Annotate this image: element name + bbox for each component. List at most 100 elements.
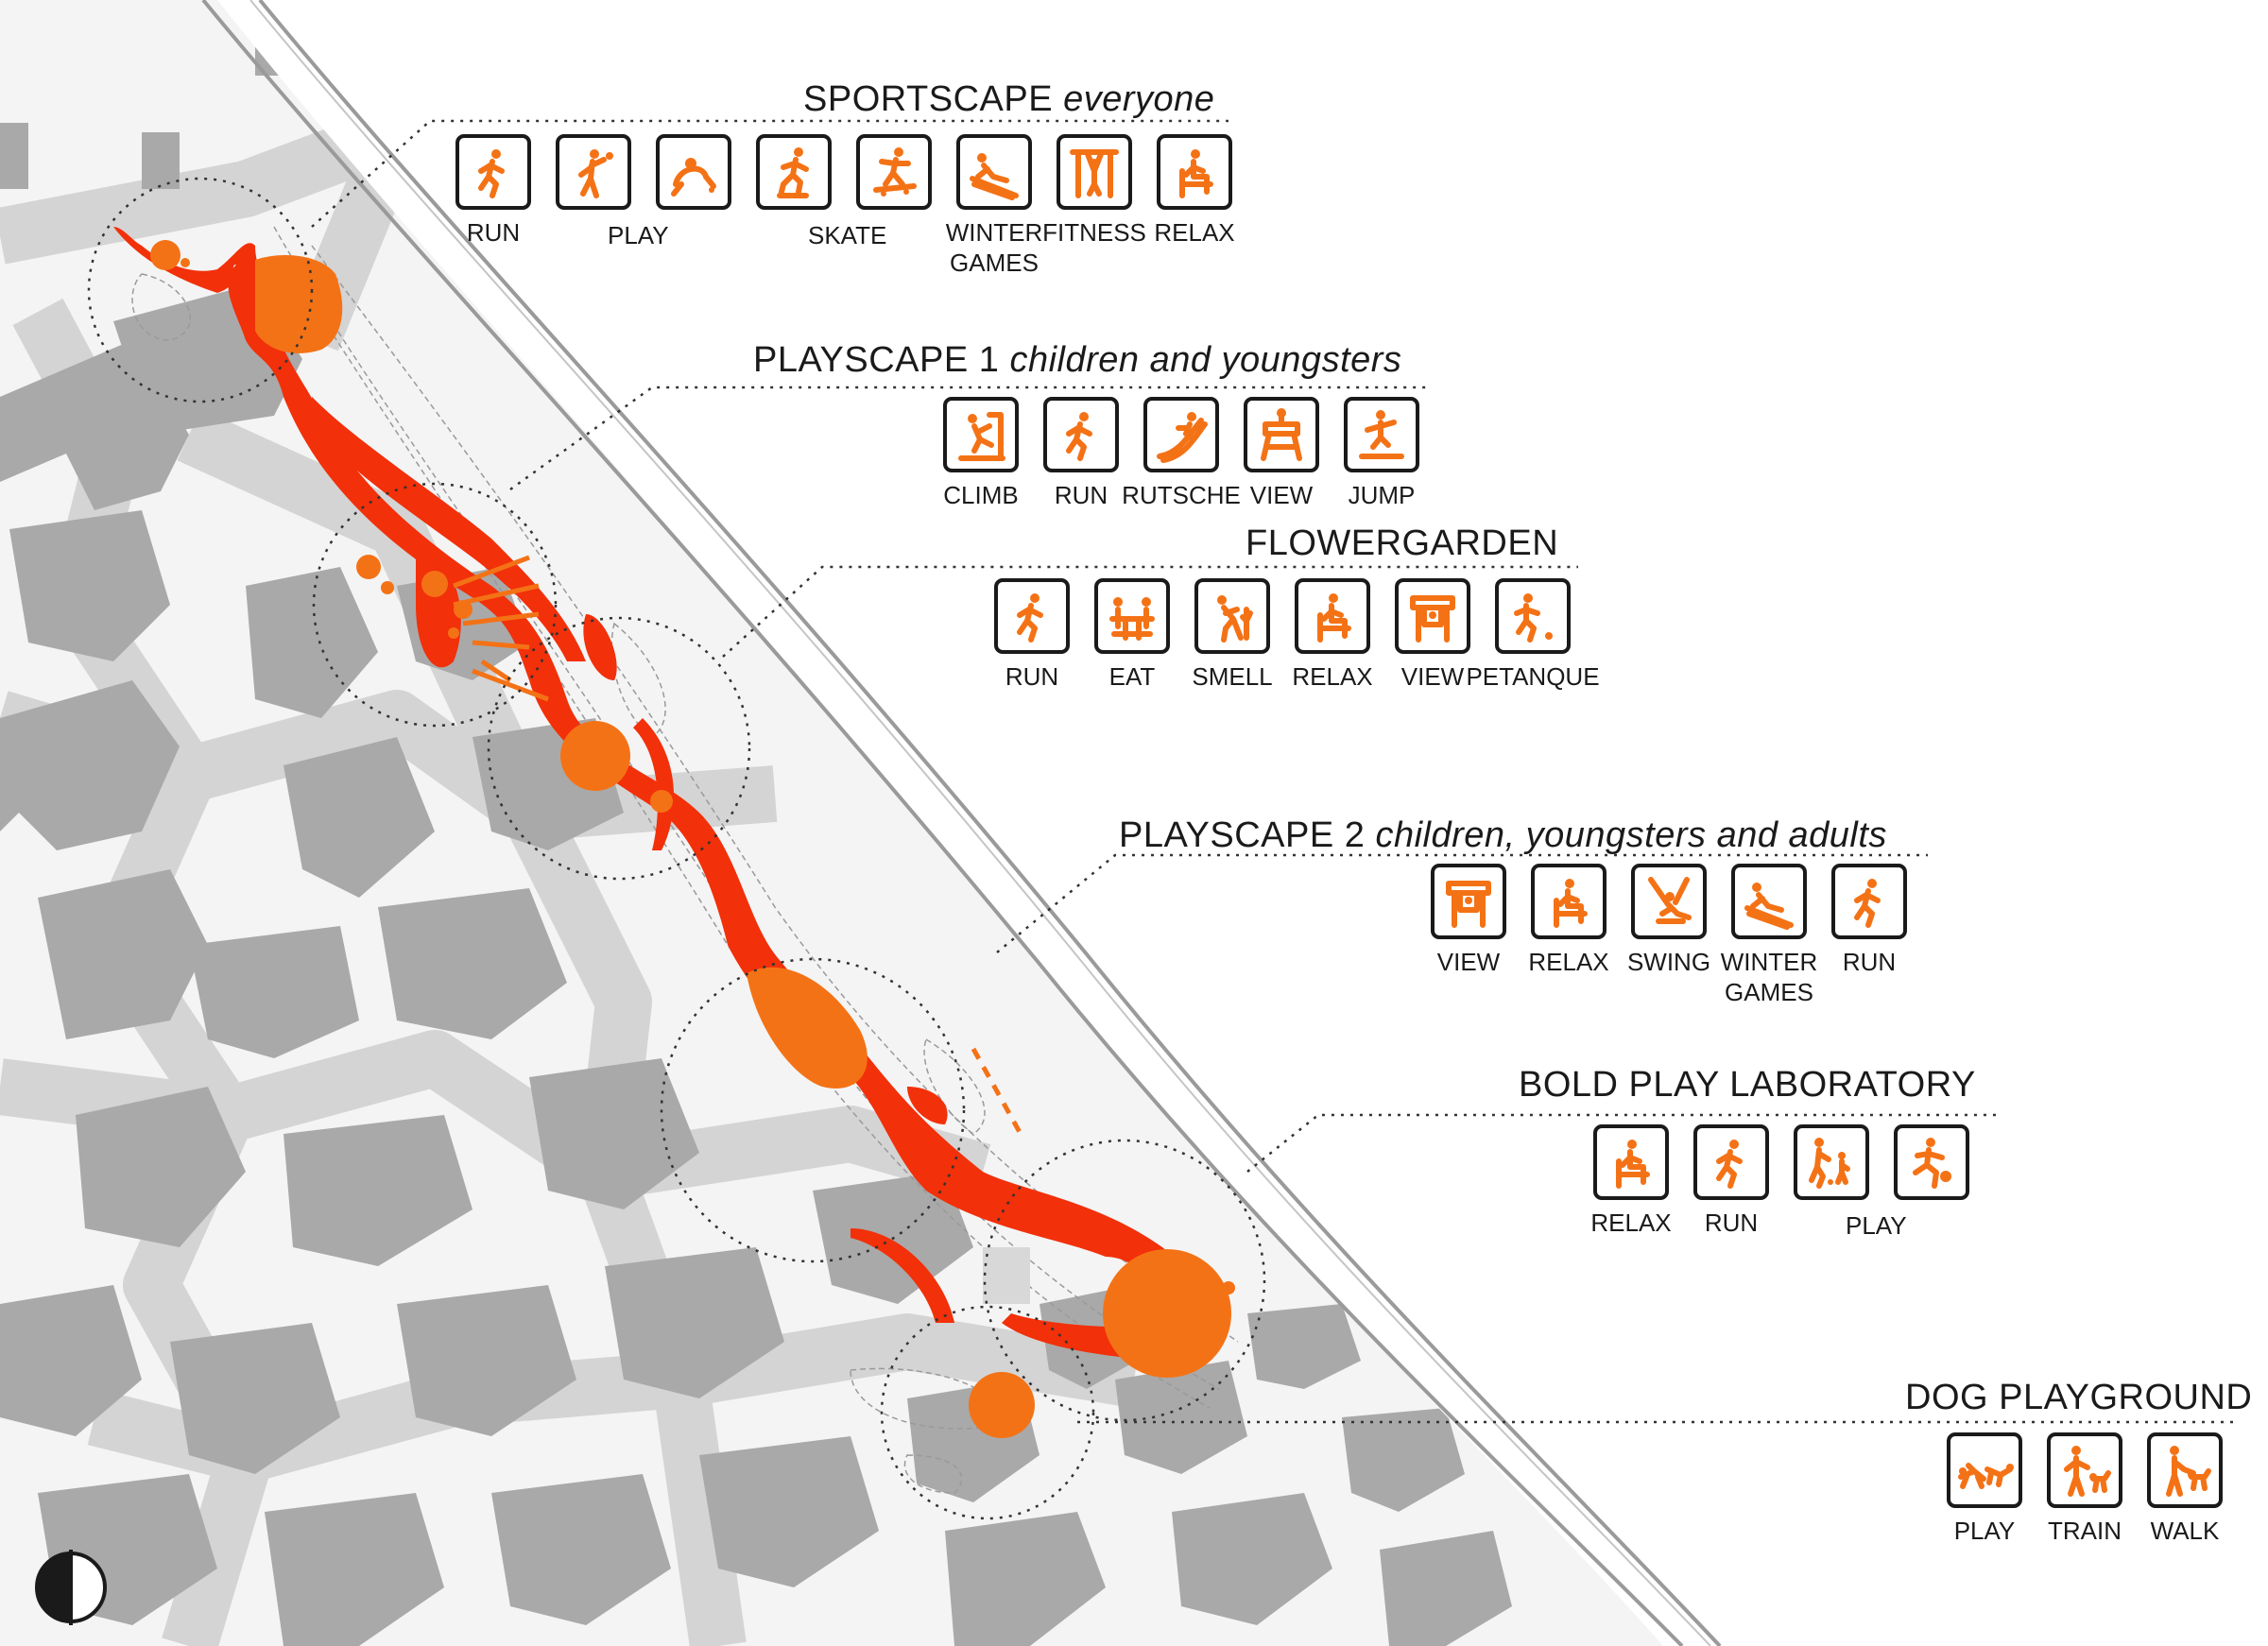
pullup-bar-icon <box>1057 134 1132 210</box>
activity-label: TRAIN <box>2048 1517 2122 1545</box>
activity-sledge: WINTER GAMES <box>946 134 1042 278</box>
activity-label: RELAX <box>1292 662 1373 691</box>
climb-icon <box>943 397 1019 472</box>
viewer-icon <box>1395 578 1470 654</box>
activity-label: WALK <box>2150 1517 2220 1545</box>
merged-activity-label: PLAY <box>608 221 669 249</box>
activity-sit-chair: RELAX <box>1527 864 1610 1007</box>
parent-child-ball-icon <box>1794 1124 1869 1200</box>
section-title: SPORTSCAPE everyone <box>803 79 1215 119</box>
north-arrow-icon <box>35 1550 107 1625</box>
dog-train-icon <box>2047 1432 2122 1508</box>
park-features <box>150 240 1235 1438</box>
activity-label: VIEW <box>1249 481 1314 509</box>
activity-run: RUN <box>1690 1124 1773 1238</box>
activity-label: SWING <box>1626 948 1711 976</box>
zone-circles <box>87 177 1266 1520</box>
activity-label: WINTER GAMES <box>945 218 1043 277</box>
activity-label: RUTSCHE <box>1122 481 1241 509</box>
activity-label: EAT <box>1108 662 1156 691</box>
activity-parent-child-ball <box>1790 1124 1873 1238</box>
section-title: PLAYSCAPE 2 children, youngsters and adu… <box>1119 815 1887 855</box>
jump-icon <box>1344 397 1419 472</box>
icon-row: PLAY TRAIN WALK <box>1943 1432 2243 1546</box>
run-icon <box>1043 397 1119 472</box>
dogs-play-icon <box>1947 1432 2022 1508</box>
activity-sit-chair: RELAX <box>1589 1124 1673 1238</box>
eat-table-icon <box>1094 578 1170 654</box>
merged-activity-label: SKATE <box>808 221 887 249</box>
activity-eat-table: EAT <box>1091 578 1174 692</box>
play-roll-icon <box>656 134 731 210</box>
section-title: PLAYSCAPE 1 children and youngsters <box>753 340 1402 380</box>
activity-label: FITNESS <box>1042 218 1146 247</box>
sledge-icon <box>956 134 1032 210</box>
activity-label: WINTER GAMES <box>1720 948 1818 1006</box>
run-icon <box>1693 1124 1769 1200</box>
sit-chair-icon <box>1531 864 1606 939</box>
activity-label: VIEW <box>1400 662 1465 691</box>
activity-run: RUN <box>1040 397 1123 510</box>
kick-ball-icon <box>1894 1124 1969 1200</box>
activity-swing: SWING <box>1627 864 1710 1007</box>
play-ball-icon <box>556 134 631 210</box>
activity-kick-ball <box>1890 1124 1973 1238</box>
sit-chair-icon <box>1295 578 1370 654</box>
dog-walk-icon <box>2147 1432 2223 1508</box>
activity-label: RELAX <box>1154 218 1235 247</box>
petanque-icon <box>1495 578 1571 654</box>
activity-label: RELAX <box>1590 1209 1672 1237</box>
section-title: FLOWERGARDEN <box>1246 523 1559 563</box>
icon-row: CLIMB RUN RUTSCHE VIEW JUMP <box>939 397 1440 510</box>
sit-chair-icon <box>1593 1124 1669 1200</box>
activity-dog-train: TRAIN <box>2043 1432 2126 1546</box>
activity-label: VIEW <box>1436 948 1501 976</box>
activity-label: RUN <box>1842 948 1897 976</box>
activity-skateboard <box>852 134 936 278</box>
smell-flower-icon <box>1194 578 1270 654</box>
sit-chair-icon <box>1157 134 1232 210</box>
activity-run: RUN <box>990 578 1074 692</box>
activity-label: RUN <box>1704 1209 1759 1237</box>
activity-inline-skate <box>752 134 835 278</box>
activity-sit-chair: RELAX <box>1153 134 1236 278</box>
activity-jump: JUMP <box>1340 397 1423 510</box>
skateboard-icon <box>856 134 932 210</box>
viewer-icon <box>1431 864 1506 939</box>
icon-row: VIEW RELAX SWING WINTER GAMES RUN <box>1427 864 1928 1007</box>
activity-play-ball <box>552 134 635 278</box>
activity-sit-chair: RELAX <box>1291 578 1374 692</box>
run-icon <box>455 134 531 210</box>
activity-label: RUN <box>1054 481 1108 509</box>
activity-label: RUN <box>466 218 521 247</box>
slide-icon <box>1143 397 1219 472</box>
merged-activity-label: PLAY <box>1846 1211 1907 1240</box>
section-title: BOLD PLAY LABORATORY <box>1519 1065 1976 1105</box>
activity-label: PLAY <box>1953 1517 2016 1545</box>
activity-viewer: VIEW <box>1391 578 1474 692</box>
activity-label: RUN <box>1005 662 1059 691</box>
activity-label: RELAX <box>1528 948 1609 976</box>
activity-label: SMELL <box>1192 662 1273 691</box>
run-icon <box>994 578 1070 654</box>
sledge-icon <box>1731 864 1807 939</box>
activity-label: CLIMB <box>943 481 1019 509</box>
buildings <box>0 19 1512 1646</box>
activity-dogs-play: PLAY <box>1943 1432 2026 1546</box>
leader-lines <box>311 119 2240 1424</box>
activity-sledge: WINTER GAMES <box>1721 864 1817 1007</box>
inline-skate-icon <box>756 134 832 210</box>
activity-dog-walk: WALK <box>2143 1432 2226 1546</box>
activity-watchtower: VIEW <box>1240 397 1323 510</box>
run-icon <box>1831 864 1907 939</box>
activity-viewer: VIEW <box>1427 864 1510 1007</box>
activity-run: RUN <box>452 134 535 278</box>
activity-petanque: PETANQUE <box>1466 578 1600 692</box>
activity-run: RUN <box>1828 864 1911 1007</box>
pavilion <box>983 1247 1030 1304</box>
play-beams <box>453 555 1023 1136</box>
icon-row: RELAX RUN PLAY <box>1589 1124 1990 1240</box>
